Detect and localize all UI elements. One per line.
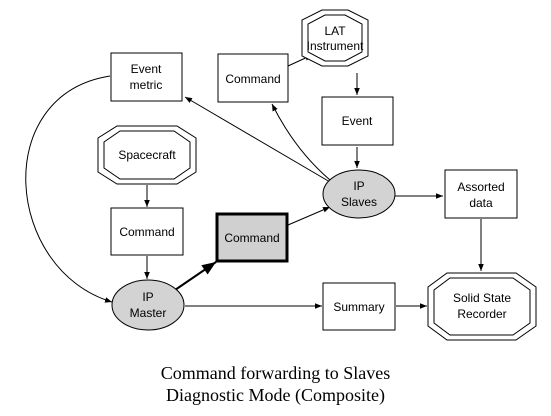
node-event: Event bbox=[321, 96, 394, 146]
node-label-line: Master bbox=[130, 306, 167, 320]
svg-text:Instrument: Instrument bbox=[307, 39, 364, 53]
node-command-top: Command bbox=[217, 53, 289, 103]
node-label-line: Spacecraft bbox=[118, 148, 176, 162]
node-solid-state-recorder: Solid State Recorder bbox=[427, 272, 537, 341]
svg-text:Solid State: Solid State bbox=[453, 291, 511, 305]
svg-text:Spacecraft: Spacecraft bbox=[118, 148, 176, 162]
svg-text:data: data bbox=[469, 196, 493, 210]
svg-text:IP: IP bbox=[353, 179, 364, 193]
node-label-line: Summary bbox=[333, 300, 384, 314]
node-label-line: Assorted bbox=[457, 180, 504, 194]
node-spacecraft: Spacecraft bbox=[97, 125, 197, 185]
node-label-line: metric bbox=[130, 78, 163, 92]
node-label-line: IP bbox=[353, 179, 364, 193]
svg-text:Event: Event bbox=[342, 114, 373, 128]
edge-command-center-to-slaves bbox=[287, 206, 331, 226]
node-label-line: Command bbox=[225, 72, 280, 86]
svg-text:Slaves: Slaves bbox=[341, 195, 377, 209]
edges bbox=[25, 54, 484, 309]
node-label-line: Event bbox=[131, 62, 162, 76]
node-label-line: Command bbox=[224, 231, 279, 245]
node-label-line: Command bbox=[119, 225, 174, 239]
svg-text:Event: Event bbox=[131, 62, 162, 76]
node-assorted-data: Assorted data bbox=[444, 169, 518, 219]
node-label-line: IP bbox=[142, 290, 153, 304]
node-label-line: LAT bbox=[324, 24, 346, 38]
node-label-line: data bbox=[469, 196, 493, 210]
node-command-left: Command bbox=[110, 207, 184, 256]
svg-text:Summary: Summary bbox=[333, 300, 384, 314]
node-label-line: Slaves bbox=[341, 195, 377, 209]
node-summary: Summary bbox=[322, 282, 396, 331]
svg-text:Command: Command bbox=[225, 72, 280, 86]
svg-text:IP: IP bbox=[142, 290, 153, 304]
edge-event-metric-to-master bbox=[25, 75, 113, 303]
node-command-center: Command bbox=[215, 212, 289, 263]
svg-text:Command: Command bbox=[224, 231, 279, 245]
svg-text:Assorted: Assorted bbox=[457, 180, 504, 194]
node-label-line: Event bbox=[342, 114, 373, 128]
node-lat-instrument: LAT Instrument bbox=[301, 9, 369, 67]
svg-text:Master: Master bbox=[130, 306, 167, 320]
svg-text:metric: metric bbox=[130, 78, 163, 92]
svg-text:Recorder: Recorder bbox=[457, 307, 506, 321]
edge-slaves-to-event-metric bbox=[184, 96, 331, 183]
caption-line-2: Diagnostic Mode (Composite) bbox=[166, 385, 385, 405]
node-ip-master: IP Master bbox=[111, 279, 185, 331]
node-label-line: Instrument bbox=[307, 39, 364, 53]
node-label-line: Solid State bbox=[453, 291, 511, 305]
node-ip-slaves: IP Slaves bbox=[322, 169, 396, 219]
node-event-metric: Event metric bbox=[110, 52, 183, 102]
edge-slaves-to-command-top bbox=[271, 103, 331, 181]
svg-text:Command: Command bbox=[119, 225, 174, 239]
caption-line-1: Command forwarding to Slaves bbox=[160, 363, 391, 383]
svg-text:LAT: LAT bbox=[324, 24, 346, 38]
node-label-line: Recorder bbox=[457, 307, 506, 321]
edge-master-to-command-center bbox=[174, 261, 217, 291]
